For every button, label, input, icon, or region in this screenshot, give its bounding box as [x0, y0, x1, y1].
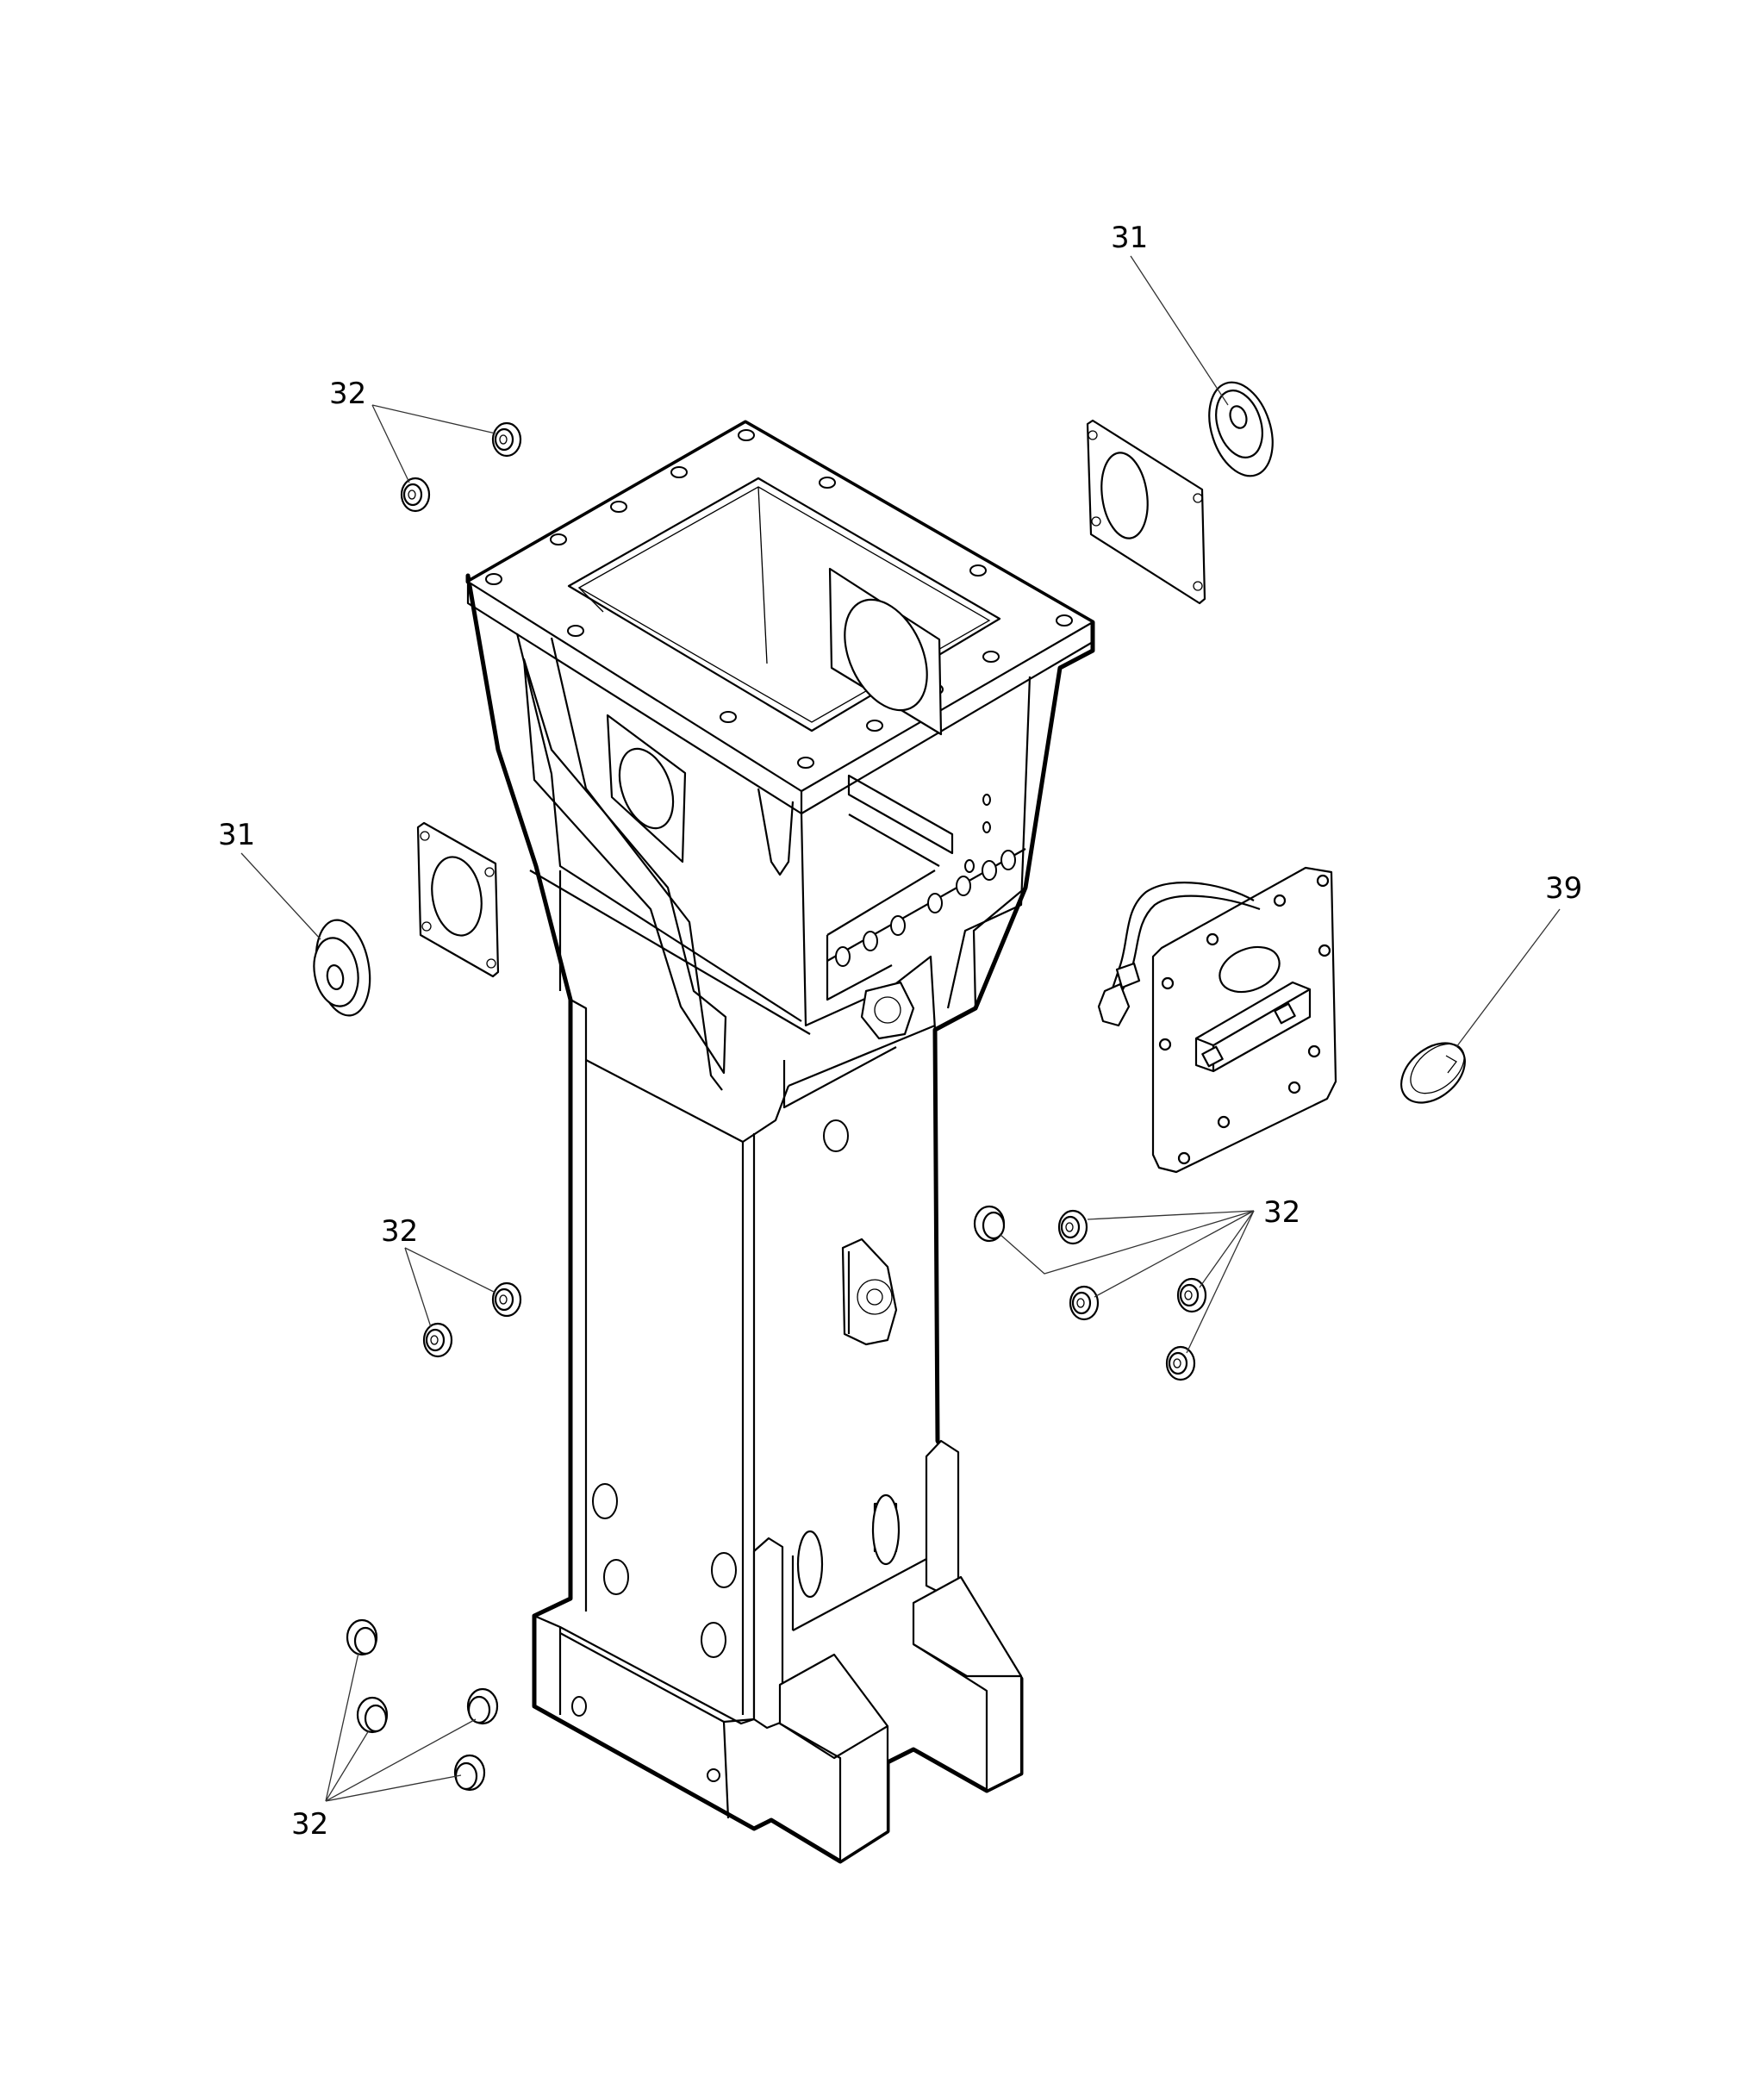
- cap: [1400, 1042, 1466, 1104]
- side-plug-left: [313, 919, 371, 1017]
- grommet: [1165, 1345, 1196, 1381]
- grommet: [1176, 1277, 1207, 1313]
- crossbar-holes: [835, 850, 1016, 967]
- housing: [465, 420, 1095, 1864]
- side-plug-upper: [1208, 381, 1274, 477]
- gasket-plate-upper: [1086, 419, 1206, 605]
- grommet: [466, 1687, 499, 1725]
- leader-lines: [240, 255, 1561, 1802]
- lower-rib-left: [752, 1537, 784, 1730]
- grommet: [400, 477, 431, 513]
- housing-side-bracket: [841, 1237, 898, 1346]
- sensor-plate-bolts: [1158, 874, 1331, 1165]
- sensor-connector: [1194, 981, 1312, 1073]
- sensor-cable-fitting: [1097, 982, 1131, 1027]
- grommet: [1057, 1209, 1088, 1245]
- callout-32-bottom-left: 32: [291, 1807, 328, 1842]
- grommet: [491, 421, 522, 458]
- callout-32-mid-left: 32: [381, 1214, 418, 1249]
- callout-39: 39: [1545, 871, 1582, 906]
- lower-rib-right: [925, 1439, 960, 1596]
- sensor-cable: [1110, 882, 1255, 992]
- housing-bracket-upper: [860, 981, 915, 1040]
- grommet: [422, 1322, 453, 1358]
- callout-32-right: 32: [1263, 1195, 1300, 1230]
- callout-31-top: 31: [1111, 221, 1148, 255]
- grommet: [346, 1618, 378, 1656]
- callout-32-top-left: 32: [329, 377, 366, 411]
- housing-upper-hole: [823, 1119, 849, 1152]
- sensor-mount-plate: [1097, 866, 1337, 1174]
- flange-bolt-holes: [485, 429, 1073, 769]
- grommets: [346, 421, 1207, 1792]
- gasket-plate-left: [416, 821, 500, 978]
- grommet: [1069, 1285, 1100, 1321]
- callout-31-left: 31: [218, 818, 255, 852]
- grommet: [356, 1696, 389, 1734]
- grommet: [973, 1205, 1006, 1243]
- grommet: [491, 1281, 522, 1318]
- grommet: [453, 1754, 486, 1792]
